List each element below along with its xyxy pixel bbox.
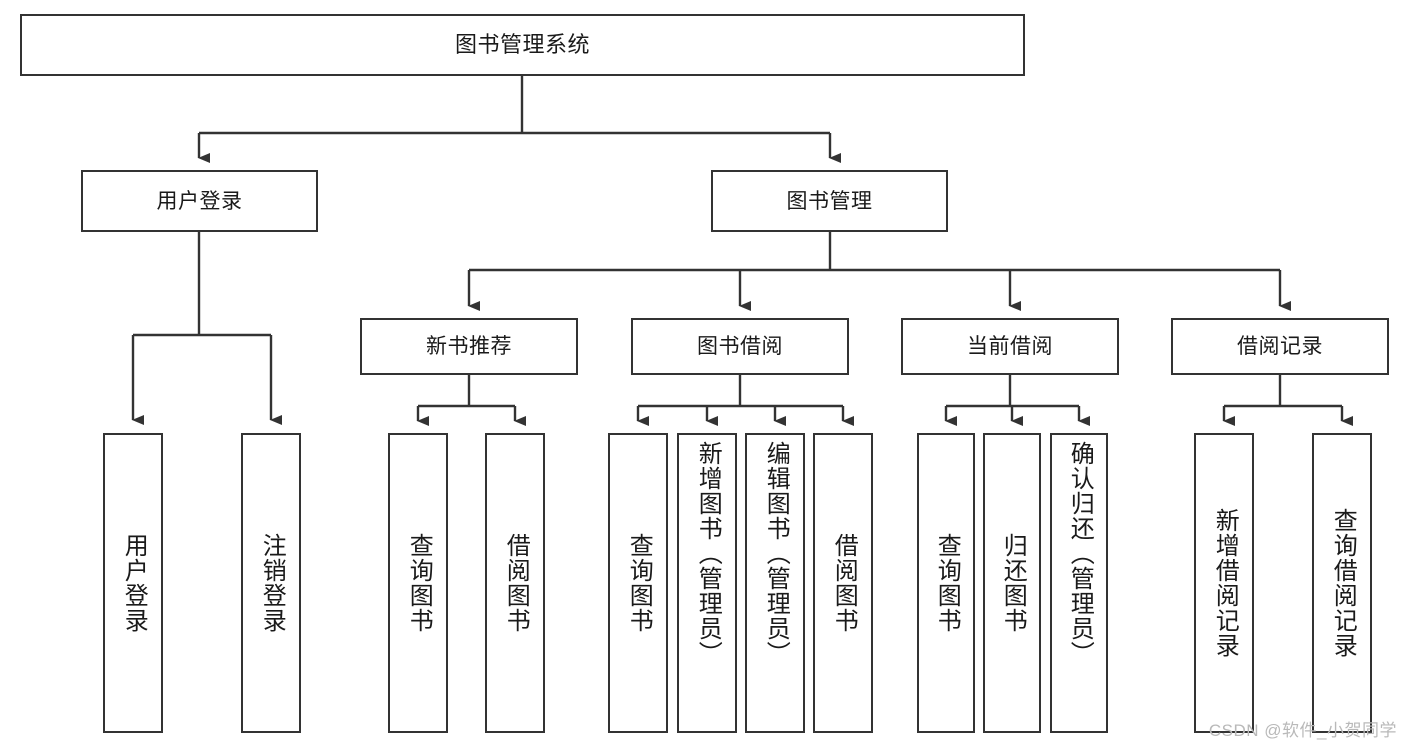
node-user-login[interactable]: 用户登录 bbox=[81, 170, 318, 232]
node-label: 借阅记录 bbox=[1237, 335, 1323, 358]
leaf-borrow-book-new-book[interactable]: 借阅图书 bbox=[485, 433, 545, 733]
leaf-borrow-book-borrowing[interactable]: 借阅图书 bbox=[813, 433, 873, 733]
leaf-return-book[interactable]: 归还图书 bbox=[983, 433, 1041, 733]
leaf-query-book-new-book[interactable]: 查询图书 bbox=[388, 433, 448, 733]
leaf-logout[interactable]: 注销登录 bbox=[241, 433, 301, 733]
node-label: 图书管理 bbox=[786, 189, 873, 213]
node-new-book-recommendation[interactable]: 新书推荐 bbox=[360, 318, 578, 375]
node-label: 归还图书 bbox=[999, 533, 1027, 633]
node-label: 确认归还（管理员） bbox=[1066, 441, 1094, 666]
node-label: 借阅图书 bbox=[502, 533, 530, 633]
node-label: 注销登录 bbox=[258, 533, 286, 633]
node-label: 查询图书 bbox=[933, 533, 961, 633]
leaf-user-login[interactable]: 用户登录 bbox=[103, 433, 163, 733]
leaf-add-borrowing-record[interactable]: 新增借阅记录 bbox=[1194, 433, 1254, 733]
node-label: 查询图书 bbox=[405, 533, 433, 633]
node-borrowing-record[interactable]: 借阅记录 bbox=[1171, 318, 1389, 375]
leaf-query-book-borrowing[interactable]: 查询图书 bbox=[608, 433, 668, 733]
node-label: 新增图书（管理员） bbox=[694, 441, 722, 666]
node-current-borrowing[interactable]: 当前借阅 bbox=[901, 318, 1119, 375]
node-label: 查询图书 bbox=[625, 533, 653, 633]
leaf-add-book-admin[interactable]: 新增图书（管理员） bbox=[677, 433, 737, 733]
node-label: 编辑图书（管理员） bbox=[762, 441, 790, 666]
node-label: 新增借阅记录 bbox=[1211, 508, 1239, 658]
leaf-query-book-current[interactable]: 查询图书 bbox=[917, 433, 975, 733]
node-label: 用户登录 bbox=[156, 189, 243, 213]
node-label: 新书推荐 bbox=[426, 335, 512, 358]
node-label: 借阅图书 bbox=[830, 533, 858, 633]
leaf-confirm-return-admin[interactable]: 确认归还（管理员） bbox=[1050, 433, 1108, 733]
node-label: 用户登录 bbox=[120, 533, 148, 633]
node-book-management-system[interactable]: 图书管理系统 bbox=[20, 14, 1025, 76]
node-label: 查询借阅记录 bbox=[1329, 508, 1357, 658]
node-book-management[interactable]: 图书管理 bbox=[711, 170, 948, 232]
csdn-watermark: CSDN @软件_小贺同学 bbox=[1208, 721, 1397, 740]
node-label: 图书管理系统 bbox=[454, 32, 590, 57]
leaf-query-borrowing-record[interactable]: 查询借阅记录 bbox=[1312, 433, 1372, 733]
node-label: 图书借阅 bbox=[697, 335, 783, 358]
node-book-borrowing[interactable]: 图书借阅 bbox=[631, 318, 849, 375]
node-label: 当前借阅 bbox=[967, 335, 1053, 358]
leaf-edit-book-admin[interactable]: 编辑图书（管理员） bbox=[745, 433, 805, 733]
